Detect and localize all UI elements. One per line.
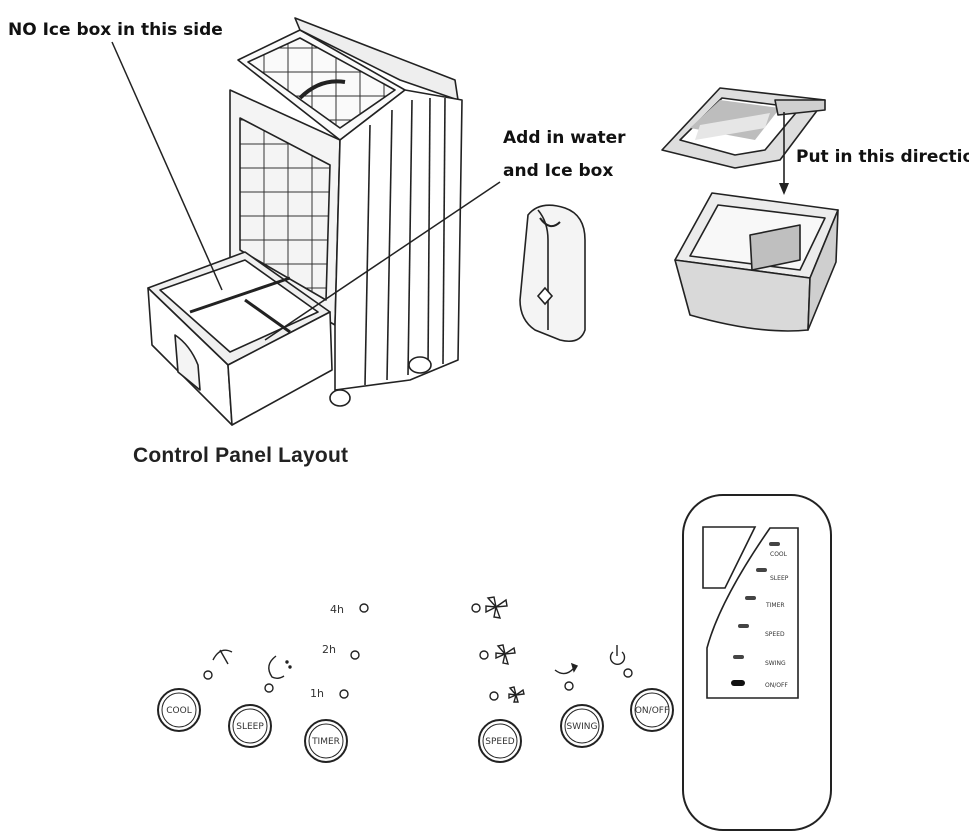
speed-high-led xyxy=(471,603,481,613)
timer-4h-led xyxy=(359,603,369,613)
remote-swing-label: SWING xyxy=(765,660,786,667)
remote-swing-led xyxy=(733,655,744,659)
label-put-direction: Put in this direction xyxy=(796,147,969,167)
remote-on-off-label: ON/OFF xyxy=(765,682,788,689)
remote-timer-label: TIMER xyxy=(765,602,785,609)
sleep-moon-icon xyxy=(268,655,292,679)
remote-on-off-led xyxy=(731,680,745,686)
speed-low-led xyxy=(489,691,499,701)
remote-cool-label: COOL xyxy=(770,551,788,558)
speed-button-label: SPEED xyxy=(485,737,515,747)
swing-button[interactable]: SWING xyxy=(560,704,604,748)
remote-sleep-label: SLEEP xyxy=(770,575,789,582)
cool-snowflake-icon xyxy=(212,649,233,665)
on-off-button-label: ON/OFF xyxy=(635,706,669,716)
label-add-water-line1: Add in water xyxy=(503,128,626,148)
power-icon xyxy=(609,645,626,666)
remote-timer-led xyxy=(745,596,756,600)
timer-4h-label: 4h xyxy=(330,603,344,616)
swing-button-label: SWING xyxy=(567,722,598,732)
sleep-indicator-led xyxy=(264,683,274,693)
label-add-water-line2: and Ice box xyxy=(503,161,614,181)
air-cooler-illustration xyxy=(147,17,463,426)
speed-mid-led xyxy=(479,650,489,660)
timer-button-label: TIMER xyxy=(311,737,340,747)
fan-low-icon xyxy=(508,686,525,703)
on-off-button[interactable]: ON/OFF xyxy=(630,688,674,732)
timer-button[interactable]: TIMER xyxy=(304,719,348,763)
ice-box-illustration xyxy=(661,87,839,332)
remote-sleep-led xyxy=(756,568,767,572)
on-off-indicator-led xyxy=(623,668,633,678)
cool-button[interactable]: COOL xyxy=(157,688,201,732)
timer-1h-label: 1h xyxy=(310,687,324,700)
remote-cool-led xyxy=(769,542,780,546)
swing-arrow-icon xyxy=(554,662,579,675)
timer-1h-led xyxy=(339,689,349,699)
remote-speed-label: SPEED xyxy=(765,631,785,638)
leader-add-water xyxy=(264,181,501,341)
leader-no-ice-box xyxy=(111,41,223,291)
timer-2h-led xyxy=(350,650,360,660)
speed-button[interactable]: SPEED xyxy=(478,719,522,763)
fan-high-icon xyxy=(485,596,508,619)
label-no-ice-box: NO Ice box in this side xyxy=(8,20,223,40)
fan-mid-icon xyxy=(495,644,516,665)
control-panel: COOL SLEEP TIMER SPEED SWING xyxy=(157,596,674,763)
sleep-button-label: SLEEP xyxy=(236,722,264,732)
sleep-button[interactable]: SLEEP xyxy=(228,704,272,748)
ice-pack-illustration xyxy=(519,204,586,343)
remote-display-panel: COOL SLEEP TIMER SPEED SWING ON/OFF xyxy=(682,494,832,831)
cool-button-label: COOL xyxy=(166,706,191,716)
swing-indicator-led xyxy=(564,681,574,691)
timer-2h-label: 2h xyxy=(322,643,336,656)
cool-indicator-led xyxy=(203,670,213,680)
control-panel-title: Control Panel Layout xyxy=(133,444,349,467)
remote-speed-led xyxy=(738,624,749,628)
